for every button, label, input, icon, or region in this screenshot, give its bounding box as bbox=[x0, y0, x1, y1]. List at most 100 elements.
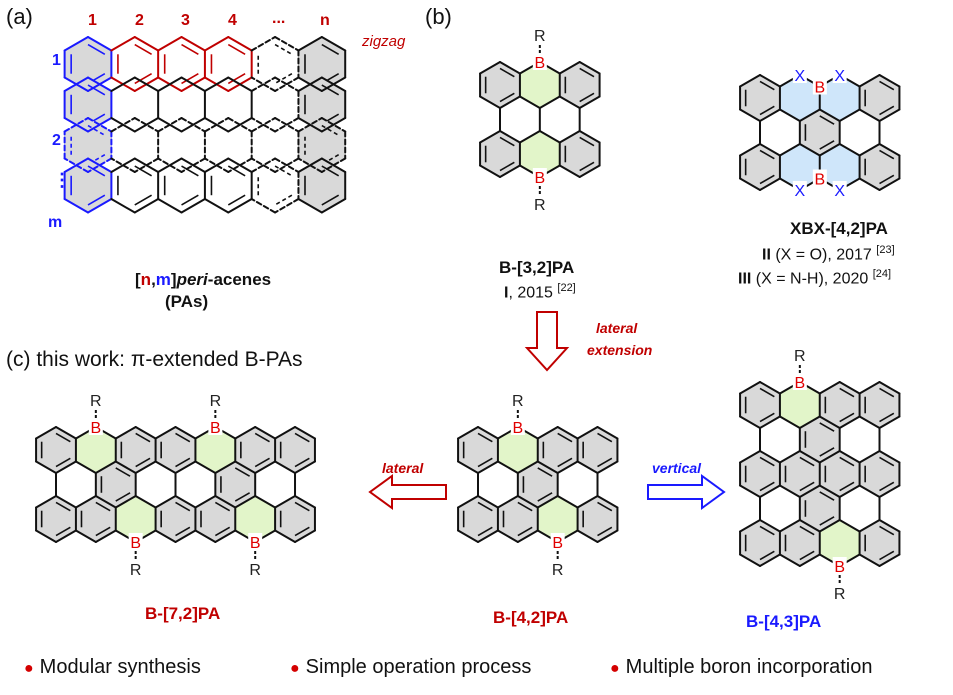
bond bbox=[536, 460, 559, 474]
ring-carbon bbox=[252, 118, 299, 172]
bond bbox=[63, 76, 89, 92]
bond bbox=[174, 426, 197, 440]
bond bbox=[818, 519, 841, 533]
bond bbox=[180, 117, 206, 133]
boron-atom: B bbox=[834, 559, 845, 576]
bond bbox=[294, 426, 316, 440]
row-number-2: 2 bbox=[52, 132, 61, 149]
bond bbox=[778, 519, 801, 533]
atom-mask bbox=[248, 533, 263, 550]
bond bbox=[133, 117, 160, 133]
bond bbox=[35, 529, 57, 543]
bond bbox=[878, 108, 901, 122]
name-m: m bbox=[155, 270, 171, 289]
bond bbox=[838, 415, 861, 429]
double-bond bbox=[597, 501, 613, 512]
bond bbox=[203, 157, 230, 173]
panel-a-label: (a) bbox=[6, 4, 33, 29]
double-bond bbox=[517, 501, 533, 512]
bond bbox=[133, 198, 160, 214]
bond bbox=[778, 553, 801, 567]
bond bbox=[739, 450, 761, 464]
bond bbox=[457, 426, 479, 440]
panel-c-title: (c) this work: π-extended B-PAs bbox=[6, 348, 303, 371]
bond bbox=[114, 426, 137, 440]
bond bbox=[838, 450, 861, 464]
atom-mask bbox=[532, 168, 547, 185]
double-bond bbox=[55, 501, 71, 512]
bond bbox=[878, 177, 901, 191]
double-bond bbox=[214, 501, 231, 512]
bond bbox=[297, 157, 323, 173]
row-number-1: 1 bbox=[52, 52, 61, 69]
atom-mask bbox=[88, 418, 103, 435]
double-bond bbox=[321, 165, 340, 177]
feature-multiple-boron: ●Multiple boron incorporation bbox=[610, 656, 872, 679]
bond bbox=[180, 157, 206, 173]
bond bbox=[320, 36, 347, 52]
bond bbox=[457, 495, 479, 509]
double-bond bbox=[115, 467, 131, 477]
bond bbox=[203, 36, 230, 52]
bond bbox=[274, 426, 297, 440]
double-bond bbox=[759, 412, 775, 423]
bond bbox=[576, 460, 599, 474]
bond bbox=[63, 36, 89, 52]
double-bond bbox=[537, 492, 553, 502]
bond bbox=[457, 460, 479, 474]
bond bbox=[214, 460, 237, 474]
double-bond bbox=[819, 516, 835, 526]
double-bond bbox=[819, 491, 835, 501]
bond bbox=[154, 495, 177, 509]
bond bbox=[858, 415, 881, 429]
double-bond bbox=[597, 526, 613, 537]
bond bbox=[858, 74, 881, 88]
double-bond bbox=[135, 457, 151, 468]
bond bbox=[134, 460, 157, 474]
bond bbox=[35, 495, 57, 509]
double-bond bbox=[879, 412, 895, 423]
double-bond bbox=[227, 73, 246, 85]
double-bond bbox=[879, 550, 895, 561]
row-number-ellipsis: ⋮ bbox=[53, 170, 71, 190]
double-bond bbox=[579, 161, 595, 172]
bond bbox=[558, 61, 581, 75]
lateral-label: lateral bbox=[382, 460, 424, 476]
bond bbox=[798, 484, 821, 498]
bond bbox=[538, 130, 561, 144]
bond bbox=[596, 460, 619, 474]
boron-atom: B bbox=[815, 172, 826, 189]
bond bbox=[499, 95, 521, 109]
ref-ii-text: (X = O), 2017 bbox=[770, 246, 872, 264]
bond bbox=[878, 484, 901, 498]
b42pa-name: B-[4,2]PA bbox=[493, 608, 569, 627]
r-group: R bbox=[210, 393, 222, 410]
double-bond bbox=[477, 501, 493, 512]
ref-iii-prefix: III bbox=[738, 270, 752, 288]
double-bond bbox=[115, 492, 131, 502]
bond bbox=[74, 460, 97, 474]
boron-atom: B bbox=[91, 420, 102, 437]
name-acenes: -acenes bbox=[207, 270, 272, 289]
double-bond bbox=[274, 43, 293, 55]
r-group: R bbox=[552, 562, 564, 579]
double-bond bbox=[477, 432, 493, 443]
double-bond bbox=[294, 526, 310, 537]
bond bbox=[294, 460, 316, 474]
double-bond bbox=[135, 432, 151, 443]
ring-boron bbox=[235, 496, 276, 542]
bond bbox=[157, 117, 183, 133]
double-bond bbox=[799, 550, 815, 561]
double-bond bbox=[274, 194, 293, 206]
bond bbox=[516, 529, 539, 543]
vertical-arrow bbox=[647, 474, 726, 510]
hetero-atom: X bbox=[795, 68, 806, 85]
double-bond bbox=[759, 387, 775, 398]
ring-boron bbox=[779, 382, 820, 428]
bond bbox=[858, 519, 881, 533]
double-bond bbox=[227, 43, 246, 55]
ref-ii-prefix: II bbox=[762, 246, 771, 264]
bond bbox=[818, 381, 841, 395]
